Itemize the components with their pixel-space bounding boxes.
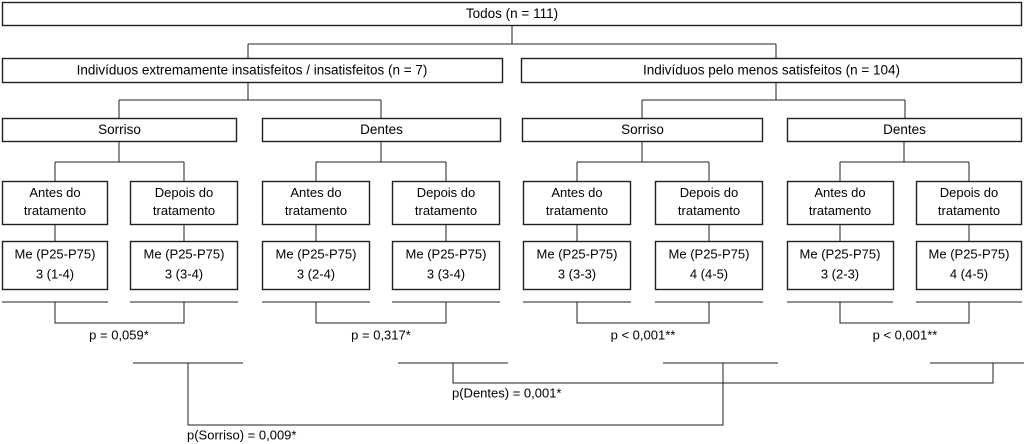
node-category-1-label: Dentes: [360, 122, 403, 137]
node-timepoint-5-line1: Depois do: [680, 185, 739, 200]
node-timepoint-2-box: [261, 180, 371, 226]
node-group-0-box: [1, 57, 504, 84]
node-stat-3-value: 3 (3-4): [427, 266, 465, 281]
node-stat-4-box: [522, 240, 632, 291]
node-stat-5-header: Me (P25-P75): [669, 246, 750, 261]
node-group-0-label: Indivíduos extremamente insatisfeitos / …: [77, 63, 428, 78]
label-pvalue-3: p < 0,001**: [873, 327, 938, 342]
node-root-label: Todos (n = 111): [466, 6, 558, 21]
node-stat-1-header: Me (P25-P75): [144, 246, 225, 261]
node-stat-4-header: Me (P25-P75): [537, 246, 618, 261]
node-stat-3-header: Me (P25-P75): [406, 246, 487, 261]
node-timepoint-4-line2: tratamento: [546, 203, 608, 218]
node-stat-2-header: Me (P25-P75): [276, 246, 357, 261]
node-group-1-box: [520, 57, 1023, 84]
bracket-pvalue-0: [54, 302, 185, 324]
node-stat-1-value: 3 (3-4): [165, 266, 203, 281]
node-stat-7-box: [915, 240, 1023, 291]
node-timepoint-6-line1: Antes do: [814, 185, 865, 200]
node-timepoint-7-line1: Depois do: [940, 185, 999, 200]
node-timepoint-0-box: [1, 180, 109, 226]
label-pvalue-0: p = 0,059*: [89, 327, 149, 342]
label-pvalue-1: p = 0,317*: [351, 327, 411, 342]
node-timepoint-7-line2: tratamento: [938, 203, 1000, 218]
label-pvalue-dentes: p(Dentes) = 0,001*: [452, 385, 561, 400]
node-timepoint-1-line1: Depois do: [155, 185, 214, 200]
node-stat-0-box: [1, 240, 109, 291]
bracket-pvalue-sorriso: [187, 363, 724, 426]
node-stat-6-box: [786, 240, 895, 291]
bracket-pvalue-1: [315, 302, 447, 324]
label-pvalue-2: p < 0,001**: [611, 327, 676, 342]
node-timepoint-4-box: [522, 180, 632, 226]
node-stat-0-header: Me (P25-P75): [15, 246, 96, 261]
node-stat-1-box: [129, 240, 239, 291]
node-timepoint-4-line1: Antes do: [551, 185, 602, 200]
node-stat-6-value: 3 (2-3): [821, 266, 859, 281]
node-stat-0-value: 3 (1-4): [36, 266, 74, 281]
node-timepoint-3-box: [391, 180, 501, 226]
node-category-3-label: Dentes: [883, 122, 926, 137]
node-timepoint-5-line2: tratamento: [678, 203, 740, 218]
bracket-pvalue-2: [576, 302, 710, 324]
node-stat-2-value: 3 (2-4): [297, 266, 335, 281]
node-timepoint-5-box: [654, 180, 764, 226]
node-stat-7-value: 4 (4-5): [950, 266, 988, 281]
node-stat-4-value: 3 (3-3): [558, 266, 596, 281]
node-timepoint-3-line1: Depois do: [417, 185, 476, 200]
node-timepoint-2-line2: tratamento: [285, 203, 347, 218]
node-timepoint-3-line2: tratamento: [415, 203, 477, 218]
node-timepoint-6-line2: tratamento: [809, 203, 871, 218]
node-timepoint-6-box: [786, 180, 895, 226]
node-group-1-label: Indivíduos pelo menos satisfeitos (n = 1…: [643, 63, 900, 78]
node-stat-7-header: Me (P25-P75): [929, 246, 1010, 261]
node-stat-5-value: 4 (4-5): [690, 266, 728, 281]
node-timepoint-2-line1: Antes do: [290, 185, 341, 200]
node-timepoint-7-box: [915, 180, 1023, 226]
node-stat-3-box: [391, 240, 501, 291]
node-category-0-label: Sorriso: [98, 122, 141, 137]
node-timepoint-1-line2: tratamento: [153, 203, 215, 218]
node-stat-6-header: Me (P25-P75): [800, 246, 881, 261]
node-stat-2-box: [261, 240, 371, 291]
node-stat-5-box: [654, 240, 764, 291]
bracket-pvalue-3: [839, 302, 970, 324]
node-category-2-label: Sorriso: [621, 122, 664, 137]
node-timepoint-0-line2: tratamento: [24, 203, 86, 218]
label-pvalue-sorriso: p(Sorriso) = 0,009*: [187, 427, 296, 442]
node-timepoint-0-line1: Antes do: [29, 185, 80, 200]
